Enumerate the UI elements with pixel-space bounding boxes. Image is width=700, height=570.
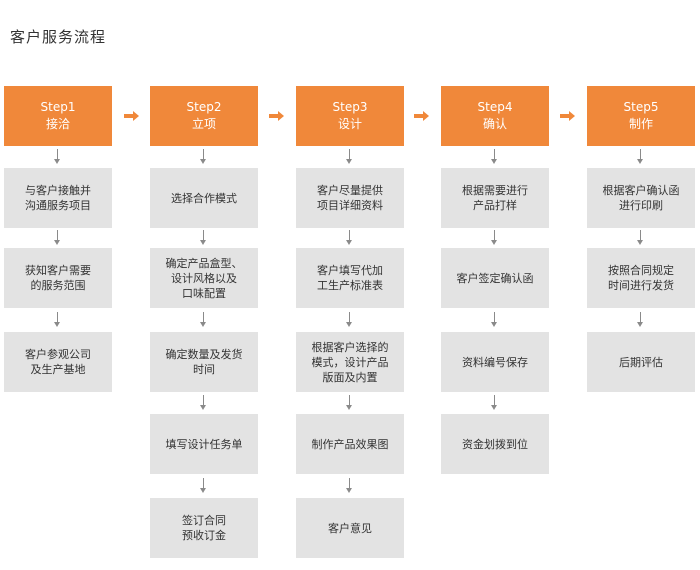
process-box-text: 沟通服务项目 [25, 199, 91, 212]
down-arrow-icon [199, 230, 209, 246]
process-box-text: 填写设计任务单 [165, 437, 243, 451]
process-box-text: 时间进行发货 [608, 279, 674, 292]
down-arrow-icon [490, 312, 500, 328]
process-box: 资金划拨到位 [441, 414, 549, 474]
step-number: Step2 [186, 100, 222, 114]
right-arrow-icon [124, 111, 140, 121]
process-box-text: 根据客户确认函 [602, 184, 680, 197]
process-box-text: 客户签定确认函 [456, 271, 534, 285]
process-box: 根据客户确认函进行印刷 [587, 168, 695, 228]
process-box-text: 的服务范围 [30, 279, 86, 292]
process-box-text: 产品打样 [473, 199, 517, 212]
process-box-text: 后期评估 [619, 355, 663, 369]
down-arrow-icon [53, 149, 63, 165]
process-box-text: 确定数量及发货 [165, 348, 243, 361]
page-title: 客户服务流程 [10, 28, 107, 46]
step-name: 确认 [482, 117, 507, 131]
process-box-text: 模式，设计产品 [311, 355, 389, 369]
right-arrow-icon [560, 111, 576, 121]
process-box-text: 资料编号保存 [462, 355, 528, 369]
process-box-text: 根据需要进行 [462, 184, 528, 197]
step-number: Step3 [332, 100, 368, 114]
process-box: 客户参观公司及生产基地 [4, 332, 112, 392]
process-box: 填写设计任务单 [150, 414, 258, 474]
down-arrow-icon [636, 149, 646, 165]
process-box: 根据客户选择的模式，设计产品版面及内置 [296, 332, 404, 392]
process-box: 确定产品盒型、设计风格以及口味配置 [150, 248, 258, 308]
process-box: 资料编号保存 [441, 332, 549, 392]
process-box-text: 选择合作模式 [171, 191, 237, 205]
step-number: Step5 [623, 100, 659, 114]
process-box-text: 时间 [193, 363, 215, 376]
process-box-text: 获知客户需要 [25, 264, 91, 277]
process-box: 获知客户需要的服务范围 [4, 248, 112, 308]
down-arrow-icon [345, 149, 355, 165]
process-box-text: 与客户接触并 [25, 184, 91, 197]
step-name: 接洽 [45, 117, 70, 131]
down-arrow-icon [199, 149, 209, 165]
down-arrow-icon [345, 395, 355, 411]
step-header: Step5 制作 [587, 86, 695, 146]
down-arrow-icon [345, 312, 355, 328]
step-number: Step4 [477, 100, 513, 114]
process-box-text: 客户参观公司 [25, 348, 91, 361]
process-box-text: 确定产品盒型、 [165, 256, 243, 270]
step-name: 制作 [628, 117, 653, 131]
down-arrow-icon [53, 230, 63, 246]
down-arrow-icon [490, 395, 500, 411]
process-box: 选择合作模式 [150, 168, 258, 228]
process-box-text: 根据客户选择的 [311, 340, 389, 354]
process-box: 制作产品效果图 [296, 414, 404, 474]
process-box-text: 设计风格以及 [171, 271, 237, 285]
process-box-text: 资金划拨到位 [462, 437, 528, 451]
process-box-text: 签订合同 [182, 514, 226, 527]
step-name: 设计 [337, 117, 362, 131]
right-arrow-icon [414, 111, 430, 121]
down-arrow-icon [636, 230, 646, 246]
process-box: 客户意见 [296, 498, 404, 558]
down-arrow-icon [490, 149, 500, 165]
down-arrow-icon [199, 312, 209, 328]
process-box: 客户填写代加工生产标准表 [296, 248, 404, 308]
process-box: 签订合同预收订金 [150, 498, 258, 558]
process-box: 确定数量及发货时间 [150, 332, 258, 392]
process-box-text: 工生产标准表 [317, 279, 383, 292]
step-header: Step3 设计 [296, 86, 404, 146]
down-arrow-icon [199, 395, 209, 411]
process-box: 客户签定确认函 [441, 248, 549, 308]
process-box-text: 制作产品效果图 [311, 437, 389, 451]
process-box-text: 及生产基地 [30, 363, 86, 376]
process-box: 后期评估 [587, 332, 695, 392]
process-box-text: 口味配置 [182, 286, 226, 300]
down-arrow-icon [345, 478, 355, 494]
process-box: 客户尽量提供项目详细资料 [296, 168, 404, 228]
step-number: Step1 [40, 100, 76, 114]
process-box: 与客户接触并沟通服务项目 [4, 168, 112, 228]
process-box-text: 预收订金 [182, 529, 226, 542]
process-box-text: 客户填写代加 [317, 264, 383, 277]
step-header: Step2 立项 [150, 86, 258, 146]
step-name: 立项 [191, 117, 216, 131]
process-box-text: 项目详细资料 [317, 199, 383, 212]
step-header: Step1 接洽 [4, 86, 112, 146]
right-arrow-icon [269, 111, 285, 121]
down-arrow-icon [199, 478, 209, 494]
process-box-text: 进行印刷 [619, 199, 663, 212]
process-box: 按照合同规定时间进行发货 [587, 248, 695, 308]
down-arrow-icon [636, 312, 646, 328]
down-arrow-icon [345, 230, 355, 246]
down-arrow-icon [53, 312, 63, 328]
step-header: Step4 确认 [441, 86, 549, 146]
process-box-text: 客户意见 [328, 521, 372, 535]
process-box: 根据需要进行产品打样 [441, 168, 549, 228]
process-box-text: 客户尽量提供 [317, 184, 383, 197]
process-box-text: 按照合同规定 [608, 264, 674, 277]
process-box-text: 版面及内置 [322, 370, 378, 384]
down-arrow-icon [490, 230, 500, 246]
